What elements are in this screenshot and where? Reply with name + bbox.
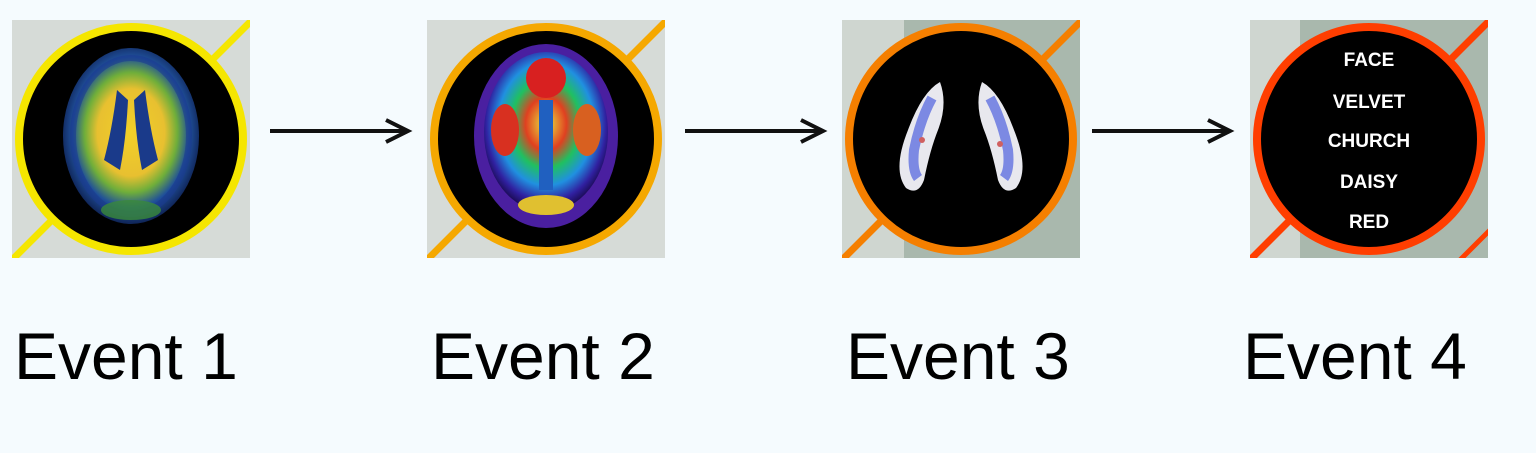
event-1-image — [12, 20, 250, 258]
arrow-right-icon — [268, 116, 416, 146]
arrow-right-icon — [1090, 116, 1238, 146]
pet-brain-scan-rainbow-icon — [427, 20, 665, 258]
event-4-image: FACE VELVET CHURCH DAISY RED — [1250, 20, 1488, 258]
event-1-label: Event 1 — [14, 319, 238, 393]
event-3-label: Event 3 — [846, 319, 1070, 393]
event-2-label: Event 2 — [431, 319, 655, 393]
event-2-image — [427, 20, 665, 258]
word-list-item: RED — [1349, 212, 1389, 233]
word-list-item: CHURCH — [1328, 131, 1410, 152]
event-4-label: Event 4 — [1243, 319, 1467, 393]
arrow-right-icon — [683, 116, 831, 146]
word-list-item: VELVET — [1333, 92, 1406, 113]
word-list-item: DAISY — [1340, 172, 1398, 193]
pet-brain-scan-icon — [12, 20, 250, 258]
word-list-panel: FACE VELVET CHURCH DAISY RED — [1250, 20, 1488, 258]
word-list-item: FACE — [1344, 50, 1395, 71]
hippocampus-scan-icon — [842, 20, 1080, 258]
event-3-image — [842, 20, 1080, 258]
